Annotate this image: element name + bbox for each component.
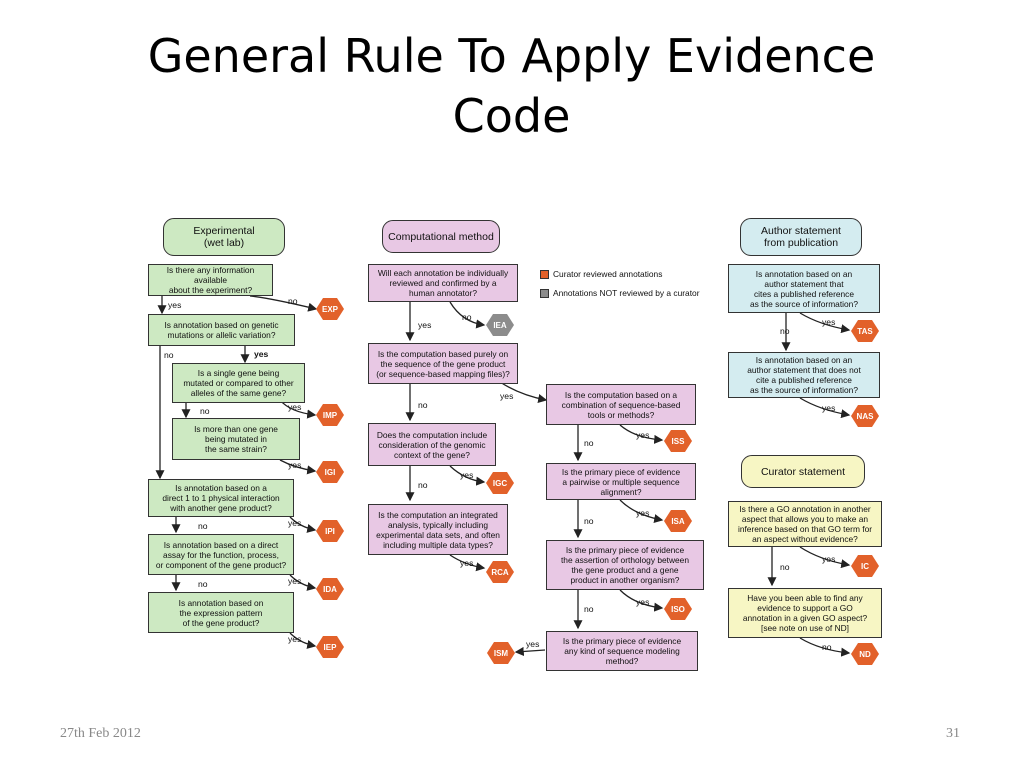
no-label: no <box>198 579 208 589</box>
no-label: no <box>418 480 428 490</box>
legend-not-reviewed-swatch <box>540 289 549 298</box>
yes-label: yes <box>168 300 182 310</box>
evidence-code-nas: NAS <box>851 405 879 427</box>
yes-label: yes <box>288 402 302 412</box>
no-label: no <box>780 326 790 336</box>
author-header: Author statement from publication <box>740 218 862 256</box>
yes-label: yes <box>636 430 650 440</box>
evidence-code-exp: EXP <box>316 298 344 320</box>
yes-label: yes <box>288 460 302 470</box>
computational-question-6: Is the primary piece of evidence a pairw… <box>546 463 696 500</box>
yes-label: yes <box>288 576 302 586</box>
no-label: no <box>584 438 594 448</box>
yes-label: yes <box>460 470 474 480</box>
evidence-code-ida: IDA <box>316 578 344 600</box>
no-label: no <box>164 350 174 360</box>
yes-label: yes <box>822 317 836 327</box>
no-label: no <box>200 406 210 416</box>
evidence-code-tas: TAS <box>851 320 879 342</box>
computational-question-8: Is the primary piece of evidence any kin… <box>546 631 698 671</box>
yes-label: yes <box>636 508 650 518</box>
evidence-code-ic: IC <box>851 555 879 577</box>
experimental-question-7: Is annotation based on the expression pa… <box>148 592 294 633</box>
yes-label: yes <box>254 349 269 359</box>
no-label: no <box>462 312 472 322</box>
author-question-1: Is annotation based on an author stateme… <box>728 264 880 313</box>
experimental-header: Experimental (wet lab) <box>163 218 285 256</box>
yes-label: yes <box>822 403 836 413</box>
no-label: no <box>780 562 790 572</box>
legend-not-reviewed-label: Annotations NOT reviewed by a curator <box>553 288 700 298</box>
footer-date: 27th Feb 2012 <box>60 726 141 741</box>
experimental-question-4: Is more than one gene being mutated in t… <box>172 418 300 460</box>
experimental-question-3: Is a single gene being mutated or compar… <box>172 363 305 403</box>
yes-label: yes <box>288 518 302 528</box>
yes-label: yes <box>500 391 514 401</box>
curator-question-2: Have you been able to find any evidence … <box>728 588 882 638</box>
computational-question-5: Is the computation based on a combinatio… <box>546 384 696 425</box>
legend-reviewed-swatch <box>540 270 549 279</box>
evidence-code-igi: IGI <box>316 461 344 483</box>
evidence-code-iea: IEA <box>486 314 514 336</box>
computational-question-2: Is the computation based purely on the s… <box>368 343 518 384</box>
author-question-2: Is annotation based on an author stateme… <box>728 352 880 398</box>
computational-question-3: Does the computation include considerati… <box>368 423 496 466</box>
no-label: no <box>584 604 594 614</box>
slide-number: 31 <box>946 726 960 741</box>
computational-header: Computational method <box>382 220 500 253</box>
experimental-question-1: Is there any information available about… <box>148 264 273 296</box>
experimental-question-6: Is annotation based on a direct assay fo… <box>148 534 294 575</box>
no-label: no <box>822 642 832 652</box>
title-line-2: Code <box>452 89 571 143</box>
experimental-question-2: Is annotation based on genetic mutations… <box>148 314 295 346</box>
curator-header: Curator statement <box>741 455 865 488</box>
evidence-code-ism: ISM <box>487 642 515 664</box>
yes-label: yes <box>460 558 474 568</box>
experimental-question-5: Is annotation based on a direct 1 to 1 p… <box>148 479 294 517</box>
computational-question-1: Will each annotation be individually rev… <box>368 264 518 302</box>
evidence-code-ipi: IPI <box>316 520 344 542</box>
evidence-code-iep: IEP <box>316 636 344 658</box>
no-label: no <box>418 400 428 410</box>
yes-label: yes <box>526 639 540 649</box>
evidence-code-isa: ISA <box>664 510 692 532</box>
title-line-1: General Rule To Apply Evidence <box>147 29 876 83</box>
computational-question-7: Is the primary piece of evidence the ass… <box>546 540 704 590</box>
legend-reviewed-label: Curator reviewed annotations <box>553 269 663 279</box>
no-label: no <box>288 296 298 306</box>
yes-label: yes <box>822 554 836 564</box>
yes-label: yes <box>636 597 650 607</box>
computational-question-4: Is the computation an integrated analysi… <box>368 504 508 555</box>
evidence-code-nd: ND <box>851 643 879 665</box>
no-label: no <box>198 521 208 531</box>
evidence-code-iso: ISO <box>664 598 692 620</box>
yes-label: yes <box>288 634 302 644</box>
no-label: no <box>584 516 594 526</box>
evidence-code-iss: ISS <box>664 430 692 452</box>
evidence-code-igc: IGC <box>486 472 514 494</box>
curator-question-1: Is there a GO annotation in another aspe… <box>728 501 882 547</box>
evidence-code-imp: IMP <box>316 404 344 426</box>
yes-label: yes <box>418 320 432 330</box>
slide-title: General Rule To Apply Evidence Code <box>40 26 983 146</box>
evidence-code-rca: RCA <box>486 561 514 583</box>
